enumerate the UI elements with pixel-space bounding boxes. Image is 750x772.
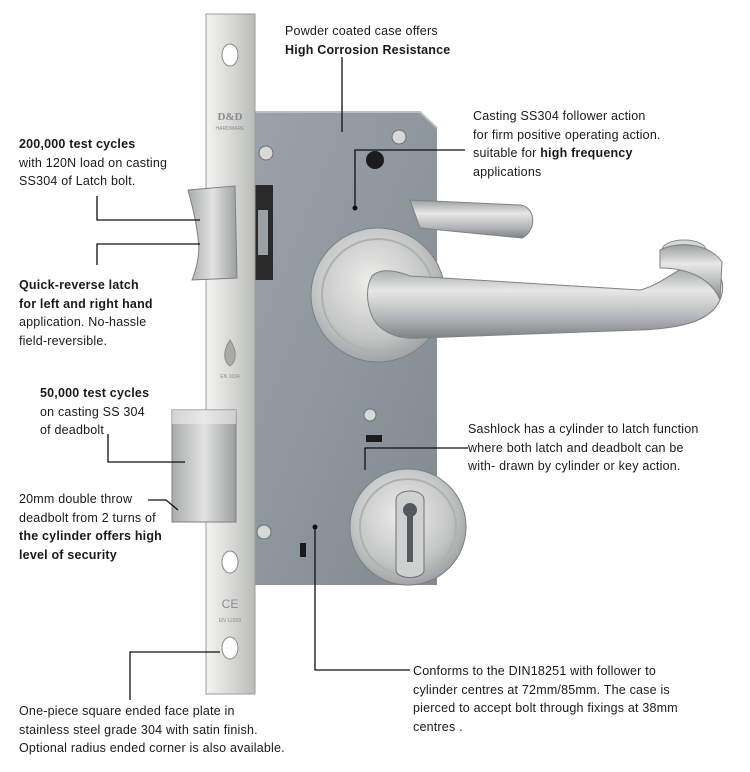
case-hole (366, 151, 384, 169)
annotation-faceplate: One-piece square ended face plate in sta… (19, 704, 285, 755)
annotation-latch-cycles: 200,000 test cycles with 120N load on ca… (19, 137, 168, 188)
annotation-deadbolt-cycles: 50,000 test cycles on casting SS 304 of … (40, 386, 150, 437)
annotation-double-throw: 20mm double throw deadbolt from 2 turns … (19, 492, 163, 562)
latch-bolt (187, 185, 238, 281)
annotation-sashlock: Sashlock has a cylinder to latch functio… (468, 422, 699, 473)
deadbolt (171, 409, 237, 523)
case-highlight: High Corrosion Resistance (285, 42, 451, 57)
faceplate-hole (221, 43, 239, 660)
faceplate-standard: EN 12209 (219, 618, 241, 624)
faceplate-mark: EN 1634 (220, 374, 240, 380)
faceplate-logo-sub: HARDWARE (216, 126, 246, 132)
rear-lever (409, 199, 534, 239)
ce-mark: CE (222, 597, 239, 611)
faceplate-logo: D&D (217, 111, 242, 123)
keyhole-icon (403, 503, 417, 517)
annotation-follower: Casting SS304 follower action for firm p… (473, 109, 661, 179)
case-slot (366, 435, 382, 442)
annotation-case: Powder coated case offers High Corrosion… (285, 24, 451, 57)
case-screw (256, 129, 407, 540)
annotation-din: Conforms to the DIN18251 with follower t… (413, 664, 678, 734)
callout-lines (96, 57, 468, 700)
case-slot (300, 543, 306, 557)
flame-icon (224, 339, 236, 367)
annotation-reverse-latch: Quick-reverse latch for left and right h… (19, 278, 153, 348)
